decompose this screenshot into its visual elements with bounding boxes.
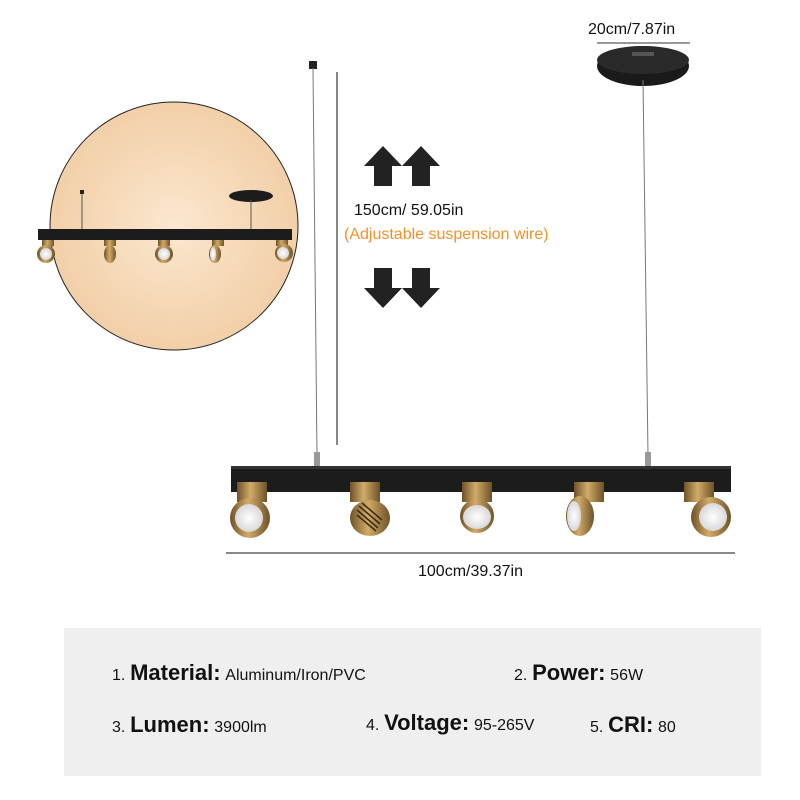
spec-value: 3900lm	[214, 719, 267, 736]
arrow-up-icon	[364, 146, 440, 186]
spec-lumen: 3. Lumen: 3900lm	[112, 712, 267, 738]
spec-value: 80	[658, 719, 676, 736]
suspension-wire-left	[312, 67, 318, 456]
inset-circle	[49, 101, 299, 351]
spec-material: 1. Material: Aluminum/Iron/PVC	[112, 660, 366, 686]
lit-preview-inset	[37, 101, 299, 351]
inset-canopy	[229, 190, 273, 202]
arrow-down-icon	[364, 268, 440, 308]
spec-power: 2. Power: 56W	[514, 660, 643, 686]
spec-value: Aluminum/Iron/PVC	[225, 667, 366, 684]
spec-key: Lumen:	[130, 712, 210, 737]
spotlights	[230, 482, 731, 538]
spec-value: 56W	[610, 667, 644, 684]
spec-key: CRI:	[608, 712, 654, 737]
wire-note-label: (Adjustable suspension wire)	[344, 226, 549, 243]
suspension-wire-right	[642, 79, 649, 456]
spec-key: Voltage:	[384, 710, 470, 735]
spec-number: 3.	[112, 719, 126, 736]
inset-spotlights	[37, 240, 293, 263]
spec-number: 2.	[514, 667, 528, 684]
wire-length-label: 150cm/ 59.05in	[354, 202, 464, 219]
spec-number: 1.	[112, 667, 126, 684]
inset-bar	[38, 229, 292, 240]
spec-key: Material:	[130, 660, 221, 685]
spec-value: 95-265V	[473, 717, 535, 734]
wire-anchor-left	[309, 61, 317, 69]
product-diagram	[37, 42, 735, 554]
ceiling-canopy	[597, 42, 690, 86]
bar-length-label: 100cm/39.37in	[418, 563, 523, 580]
spec-number: 5.	[590, 719, 604, 736]
spec-key: Power:	[532, 660, 606, 685]
spec-number: 4.	[366, 717, 380, 734]
spec-voltage: 4. Voltage: 95-265V	[366, 710, 534, 736]
canopy-diameter-label: 20cm/7.87in	[588, 21, 676, 38]
spec-cri: 5. CRI: 80	[590, 712, 676, 738]
spec-panel: 1. Material: Aluminum/Iron/PVC 2. Power:…	[64, 628, 761, 776]
